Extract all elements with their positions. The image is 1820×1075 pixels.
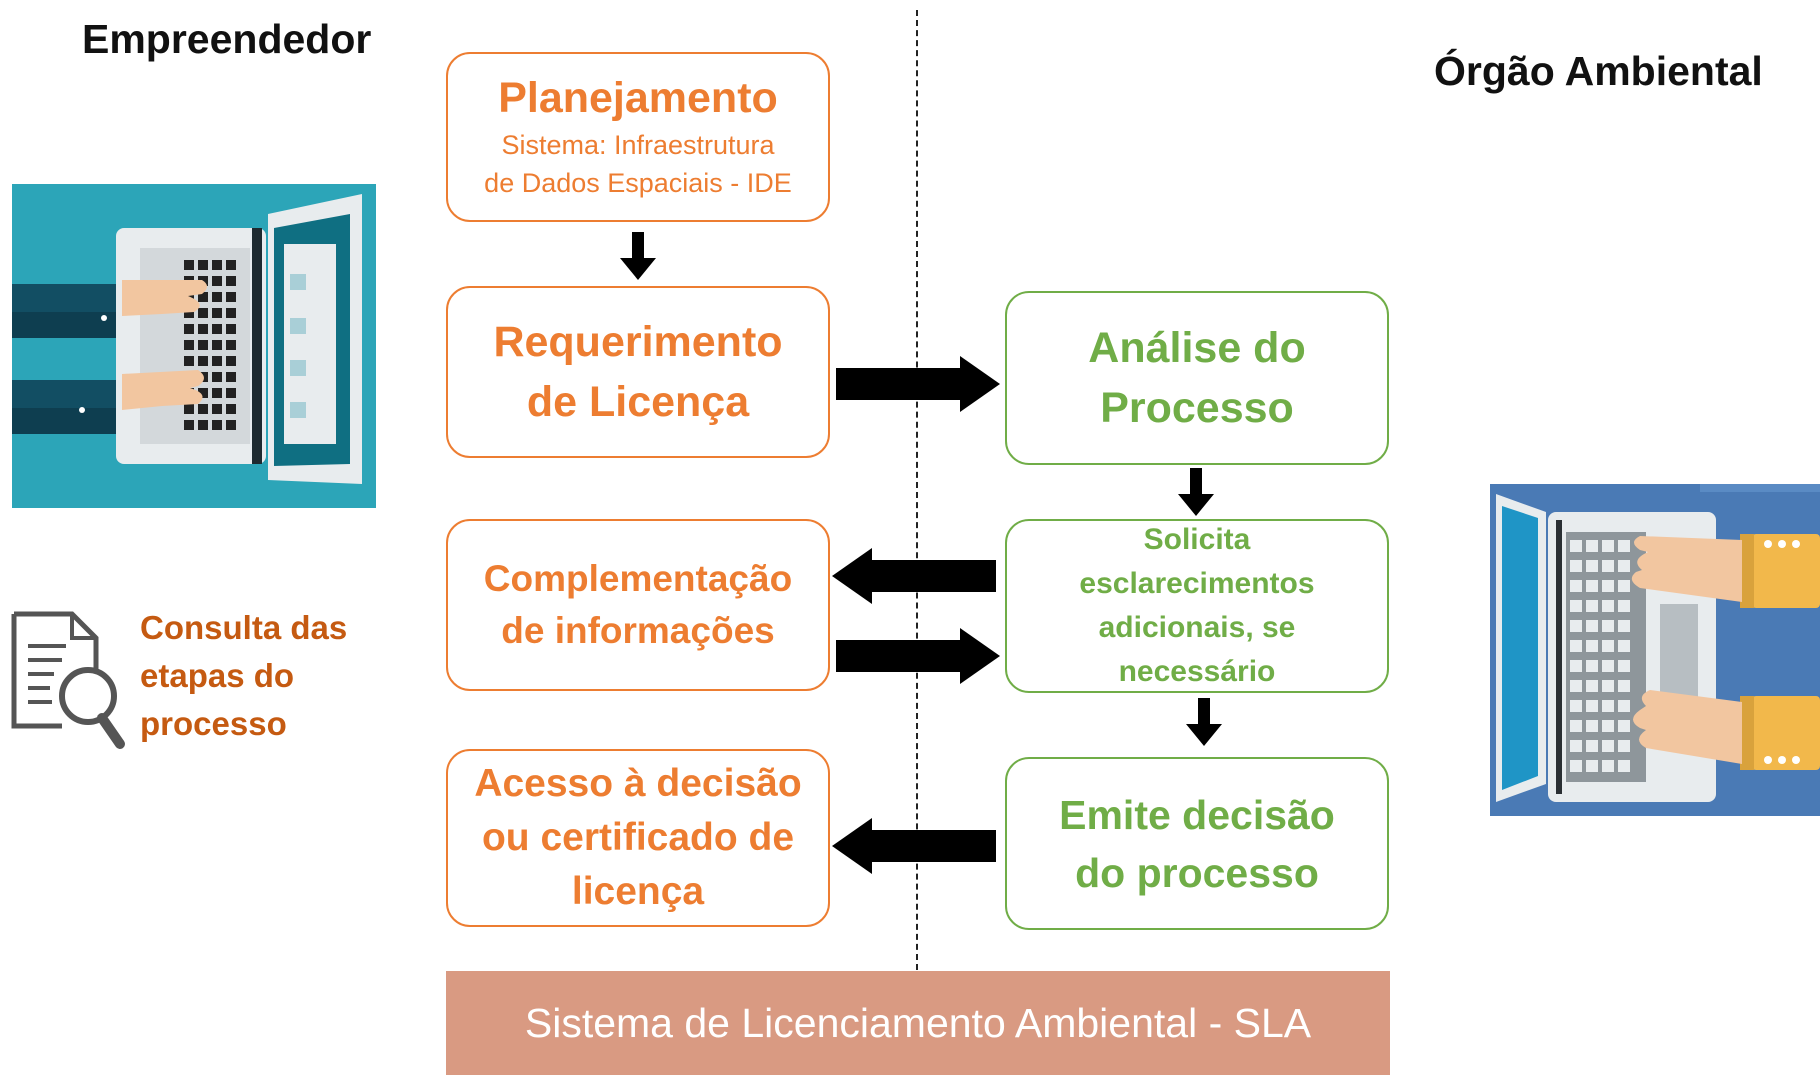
consult-steps-text: Consulta das etapas do processo [140,604,347,748]
arrow-left-icon [832,548,996,604]
arrow-down-icon [1178,468,1214,516]
clarification-line-2: esclarecimentos [1079,567,1315,600]
arrow-right-icon [836,356,1000,412]
sla-system-banner: Sistema de Licenciamento Ambiental - SLA [446,971,1390,1075]
complement-info-line-2: de informações [501,610,775,651]
actor-divider [916,10,918,970]
agency-heading: Órgão Ambiental [1434,48,1763,94]
planning-box: Planejamento Sistema: Infraestrutura de … [446,52,830,222]
license-request-box: Requerimento de Licença [446,286,830,458]
process-analysis-box: Análise do Processo [1005,291,1389,465]
complement-info-line-1: Complementação [483,558,793,599]
arrow-right-icon [836,628,1000,684]
arrow-left-icon [832,818,996,874]
issue-decision-line-2: do processo [1075,849,1319,896]
arrow-down-icon [1186,698,1222,746]
arrow-down-icon [620,232,656,280]
license-request-line-2: de Licença [526,378,750,426]
sla-system-label: Sistema de Licenciamento Ambiental - SLA [524,999,1312,1046]
laptop-user-illustration [12,184,376,508]
license-request-line-1: Requerimento [493,318,783,366]
clarification-line-3: adicionais, se [1098,611,1296,644]
planning-title: Planejamento [498,74,778,122]
document-search-icon [11,611,125,749]
decision-access-line-3: licença [571,870,705,913]
issue-decision-line-1: Emite decisão [1059,791,1335,838]
decision-access-box: Acesso à decisão ou certificado de licen… [446,749,830,927]
issue-decision-box: Emite decisão do processo [1005,757,1389,930]
consult-line-3: processo [140,705,287,742]
entrepreneur-heading: Empreendedor [82,16,372,62]
consult-line-2: etapas do [140,657,295,694]
decision-access-line-1: Acesso à decisão [474,762,802,805]
complement-info-box: Complementação de informações [446,519,830,691]
process-analysis-line-2: Processo [1100,384,1294,432]
planning-subtitle-1: Sistema: Infraestrutura [501,130,775,160]
clarification-request-box: Solicita esclarecimentos adicionais, se … [1005,519,1389,693]
clarification-line-4: necessário [1118,655,1276,688]
process-analysis-line-1: Análise do [1088,324,1306,372]
decision-access-line-2: ou certificado de [481,816,795,859]
consult-line-1: Consulta das [140,609,348,646]
clarification-line-1: Solicita [1143,523,1251,556]
laptop-agency-illustration [1490,484,1820,816]
planning-subtitle-2: de Dados Espaciais - IDE [484,168,792,198]
